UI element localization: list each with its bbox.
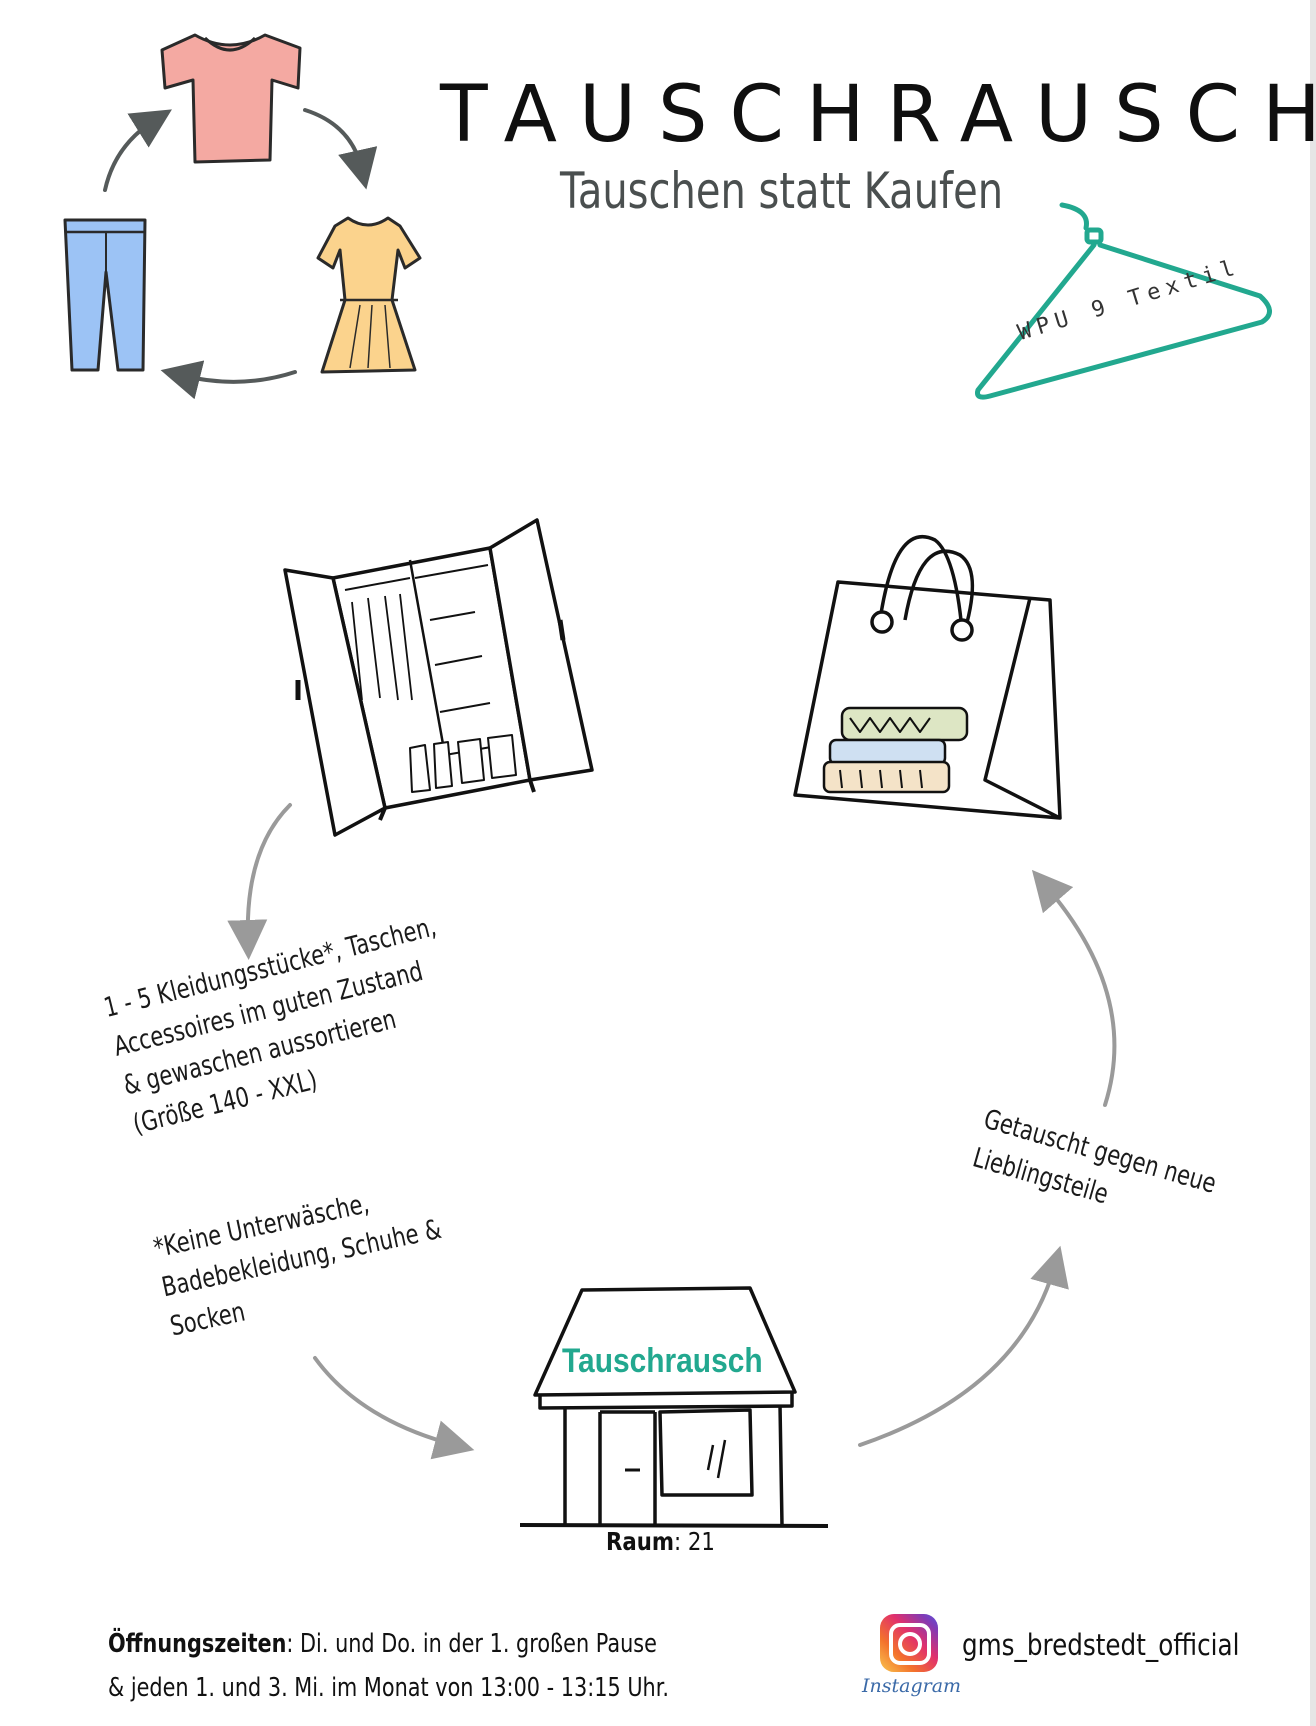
hours-text-1: : Di. und Do. in der 1. großen Pause (286, 1629, 657, 1659)
instagram-wordmark: Instagram (862, 1675, 962, 1697)
shop-sign: Tauschrausch (562, 1342, 763, 1380)
hanger-icon (975, 202, 1272, 400)
hours-line-1: Öffnungszeiten: Di. und Do. in der 1. gr… (108, 1622, 669, 1666)
room-value: : 21 (673, 1527, 715, 1556)
wardrobe-icon (283, 518, 594, 837)
poster-subtitle: Tauschen statt Kaufen (560, 162, 1004, 220)
hours-line-2: & jeden 1. und 3. Mi. im Monat von 13:00… (108, 1673, 669, 1703)
page-edge (1310, 0, 1316, 1726)
hours-label: Öffnungszeiten (108, 1629, 287, 1659)
shop-icon (519, 1286, 829, 1528)
clothes-cycle-arrows (103, 108, 378, 400)
instagram-icon[interactable] (880, 1614, 938, 1672)
dress-icon (316, 216, 422, 374)
poster-title: TAUSCHRAUSCH (440, 70, 1316, 160)
room-info: Raum: 21 (606, 1527, 715, 1556)
opening-hours: Öffnungszeiten: Di. und Do. in der 1. gr… (108, 1622, 669, 1710)
jeans-icon (63, 218, 147, 372)
process-arrows (227, 803, 1117, 1460)
room-label: Raum (606, 1527, 674, 1556)
instagram-handle[interactable]: gms_bredstedt_official (962, 1628, 1240, 1662)
tshirt-icon (160, 33, 302, 164)
shopping-bag-icon (793, 534, 1062, 820)
